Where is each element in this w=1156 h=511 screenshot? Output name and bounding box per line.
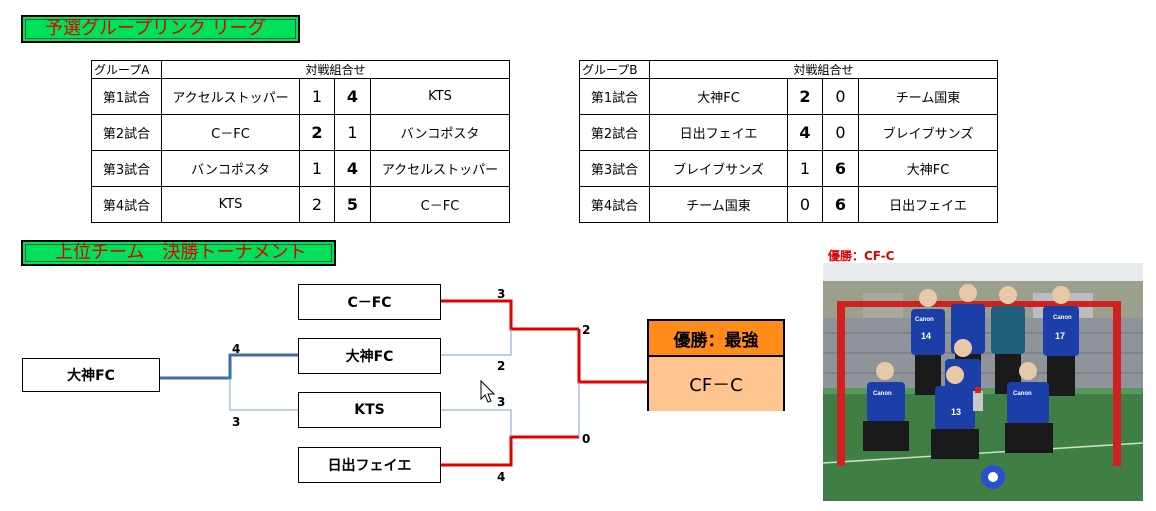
home-team: アクセルストッパー bbox=[161, 78, 300, 115]
home-score: 1 bbox=[299, 78, 335, 115]
bracket-line-left-lose bbox=[229, 378, 299, 411]
away-team: 日出フェイエ bbox=[858, 186, 998, 223]
away-score: 0 bbox=[822, 114, 859, 151]
champion-name: CF－C bbox=[649, 357, 783, 411]
bracket-line-r1 bbox=[441, 299, 579, 331]
away-team: 大神FC bbox=[858, 150, 998, 187]
jersey-number: 17 bbox=[1055, 331, 1065, 341]
score-r4: 4 bbox=[497, 470, 506, 484]
jersey-number: 14 bbox=[921, 331, 931, 341]
away-score: 4 bbox=[334, 150, 371, 187]
match-label: 第3試合 bbox=[91, 150, 162, 187]
bracket-line-left-win bbox=[160, 353, 299, 380]
jersey-number: 13 bbox=[951, 407, 961, 417]
table-row: 第3試合 ブレイブサンズ 1 6 大神FC bbox=[579, 150, 998, 187]
mouse-cursor-icon bbox=[480, 379, 496, 403]
score-r1: 3 bbox=[497, 287, 506, 301]
bracket-team-r2: 大神FC bbox=[298, 338, 441, 374]
away-score: 6 bbox=[822, 150, 859, 187]
score-semi-top: 2 bbox=[582, 323, 591, 337]
tournament-title: 上位チーム 決勝トーナメント bbox=[55, 242, 307, 263]
away-score: 1 bbox=[334, 114, 371, 151]
team-name: 大神FC bbox=[67, 368, 115, 384]
home-team: バンコポスタ bbox=[161, 150, 300, 187]
match-label: 第4試合 bbox=[91, 186, 162, 223]
match-label: 第3試合 bbox=[579, 150, 650, 187]
group-stage-title: 予選グループリンク リーグ bbox=[45, 18, 266, 39]
home-team: 大神FC bbox=[649, 78, 788, 115]
team-name: KTS bbox=[354, 402, 385, 418]
bracket-line-r4 bbox=[441, 435, 579, 467]
match-label: 第2試合 bbox=[91, 114, 162, 151]
tournament-banner: 上位チーム 決勝トーナメント bbox=[21, 240, 336, 266]
bracket-team-r3: KTS bbox=[298, 392, 441, 428]
away-score: 5 bbox=[334, 186, 371, 223]
table-row: 第3試合 バンコポスタ 1 4 アクセルストッパー bbox=[91, 150, 510, 187]
away-team: ブレイブサンズ bbox=[858, 114, 998, 151]
jersey-text: Canon bbox=[1013, 391, 1032, 397]
away-team: バンコポスタ bbox=[370, 114, 510, 151]
team-name: C－FC bbox=[347, 295, 392, 311]
table-row: 第1試合 大神FC 2 0 チーム国東 bbox=[579, 78, 998, 115]
table-row: 第1試合 アクセルストッパー 1 4 KTS bbox=[91, 78, 510, 115]
away-team: C－FC bbox=[370, 186, 510, 223]
home-score: 1 bbox=[299, 150, 335, 187]
home-team: チーム国東 bbox=[649, 186, 788, 223]
home-score: 2 bbox=[787, 78, 823, 115]
match-label: 第1試合 bbox=[91, 78, 162, 115]
jersey-text: Canon bbox=[873, 391, 892, 397]
table-row: 第4試合 KTS 2 5 C－FC bbox=[91, 186, 510, 223]
away-team: アクセルストッパー bbox=[370, 150, 510, 187]
jersey-text: Canon bbox=[1053, 315, 1072, 321]
away-score: 4 bbox=[334, 78, 371, 115]
team-name: 日出フェイエ bbox=[327, 458, 412, 474]
home-team: C－FC bbox=[161, 114, 300, 151]
home-score: 1 bbox=[787, 150, 823, 187]
team-name: 大神FC bbox=[345, 349, 394, 365]
group-a-table: グループA 対戦組合せ 第1試合 アクセルストッパー 1 4 KTS 第2試合 … bbox=[91, 60, 510, 223]
home-team: KTS bbox=[161, 186, 300, 223]
champion-box: 優勝：最強 CF－C bbox=[647, 319, 785, 411]
bracket-team-left: 大神FC bbox=[22, 358, 160, 392]
bracket-team-r4: 日出フェイエ bbox=[298, 447, 441, 483]
table-row: 第2試合 日出フェイエ 4 0 ブレイブサンズ bbox=[579, 114, 998, 151]
champion-title: 優勝：最強 bbox=[649, 321, 783, 357]
group-a-name: グループA bbox=[91, 60, 162, 79]
home-score: 0 bbox=[787, 186, 823, 223]
match-label: 第2試合 bbox=[579, 114, 650, 151]
bracket-line-r3 bbox=[441, 409, 512, 437]
photo-caption: 優勝：CF-C bbox=[828, 249, 895, 263]
group-a-header: 対戦組合せ bbox=[161, 60, 510, 79]
group-b-name: グループB bbox=[579, 60, 650, 79]
away-team: チーム国東 bbox=[858, 78, 998, 115]
group-b-header: 対戦組合せ bbox=[649, 60, 998, 79]
home-score: 2 bbox=[299, 186, 335, 223]
home-team: ブレイブサンズ bbox=[649, 150, 788, 187]
home-score: 4 bbox=[787, 114, 823, 151]
score-r3: 3 bbox=[497, 395, 506, 409]
bracket-line-r2 bbox=[441, 329, 512, 356]
jersey-text: Canon bbox=[915, 317, 934, 323]
group-b-table: グループB 対戦組合せ 第1試合 大神FC 2 0 チーム国東 第2試合 日出フ… bbox=[579, 60, 998, 223]
team-photo: Canon Canon Canon Canon 14 13 17 bbox=[823, 263, 1143, 501]
table-row: 第4試合 チーム国東 0 6 日出フェイエ bbox=[579, 186, 998, 223]
home-team: 日出フェイエ bbox=[649, 114, 788, 151]
score-r2: 2 bbox=[497, 359, 506, 373]
table-row: 第2試合 C－FC 2 1 バンコポスタ bbox=[91, 114, 510, 151]
group-stage-banner: 予選グループリンク リーグ bbox=[21, 15, 300, 43]
away-score: 0 bbox=[822, 78, 859, 115]
home-score: 2 bbox=[299, 114, 335, 151]
match-label: 第4試合 bbox=[579, 186, 650, 223]
away-score: 6 bbox=[822, 186, 859, 223]
bracket-team-r1: C－FC bbox=[298, 284, 441, 320]
score-semi-bottom: 0 bbox=[582, 432, 591, 446]
score-left-lose: 3 bbox=[232, 415, 241, 429]
away-team: KTS bbox=[370, 78, 510, 115]
match-label: 第1試合 bbox=[579, 78, 650, 115]
score-left-win: 4 bbox=[232, 342, 241, 356]
